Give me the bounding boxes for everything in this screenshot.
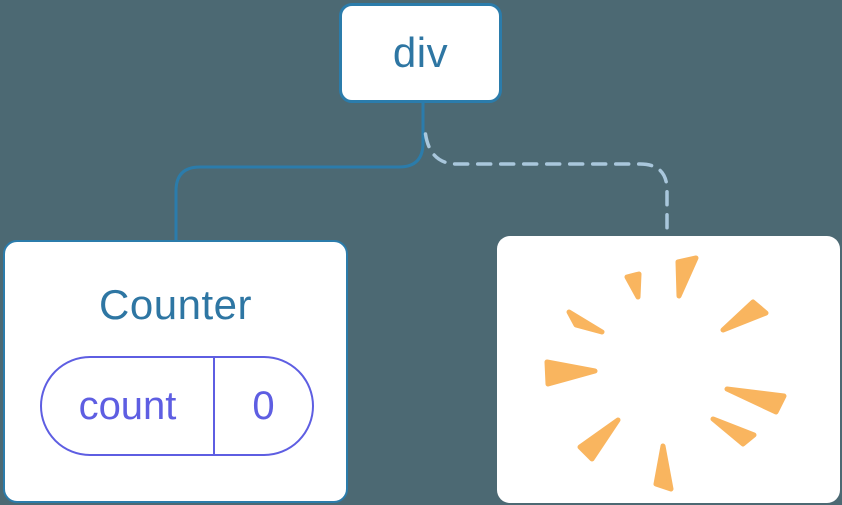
removed-component-node [497, 236, 840, 503]
root-node-div: div [339, 3, 502, 103]
state-pill: count 0 [40, 356, 314, 456]
poof-spark [653, 443, 674, 492]
edge-root-to-counter [174, 103, 425, 241]
poof-spark [624, 271, 642, 300]
poof-burst-icon [544, 255, 787, 492]
poof-spark [544, 359, 598, 387]
poof-spark [720, 299, 769, 333]
poof-spark [710, 416, 757, 447]
poof-spark [566, 309, 605, 335]
counter-node-title: Counter [99, 281, 252, 328]
poof-spark [675, 255, 699, 299]
poof-spark [724, 386, 787, 415]
state-pill-key: count [42, 358, 215, 454]
poof-spark [577, 417, 621, 462]
edge-root-to-removed [423, 132, 669, 238]
counter-component-node: Counter count 0 [3, 240, 348, 503]
state-pill-value: 0 [252, 383, 275, 428]
root-node-label: div [392, 29, 449, 76]
